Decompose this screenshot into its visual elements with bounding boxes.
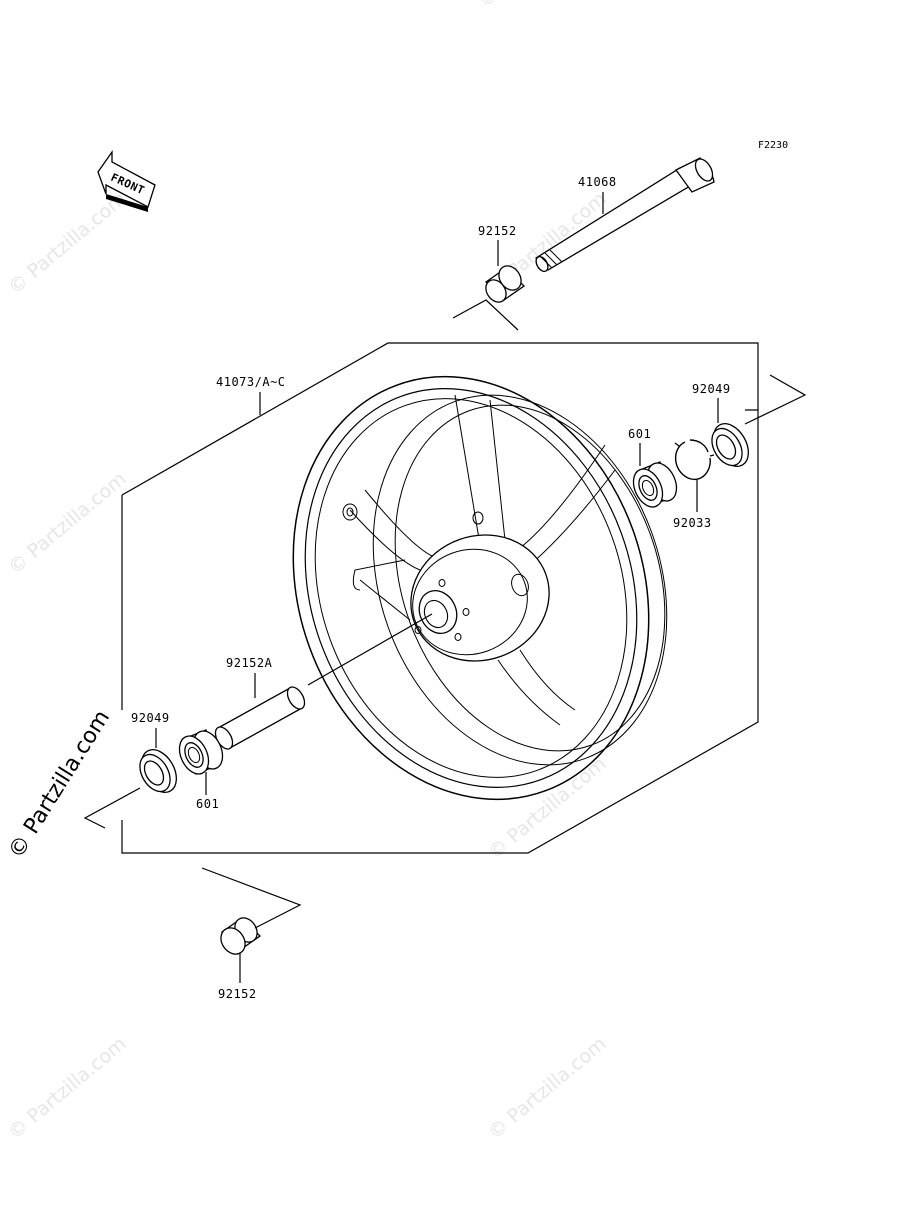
oil-seal-left-92049: [139, 749, 177, 793]
oil-seal-right-92049: [711, 423, 749, 467]
bearing-right-601: [632, 461, 678, 508]
watermark: © Partzilla.com: [484, 1033, 610, 1144]
axle-line: [307, 613, 433, 686]
watermark-main: © Partzilla.com: [4, 706, 115, 863]
wheel-frame-top: [121, 342, 759, 496]
label-collar-bottom: 92152: [218, 987, 257, 1001]
collar-top-92152: [484, 265, 526, 303]
label-axle: 41068: [578, 175, 617, 189]
watermark: © Partzilla.com: [4, 1033, 130, 1144]
label-circlip: 92033: [673, 516, 712, 530]
collar-top-leader: [452, 299, 519, 331]
watermark: © Partzilla.com: [4, 188, 130, 299]
figure-code: F2230: [758, 140, 788, 151]
oil-seal-left-leader: [83, 787, 141, 829]
collar-bottom-92152: [220, 917, 262, 955]
watermark: © Partzilla.com: [474, 0, 600, 12]
label-bearing-right: 601: [628, 427, 651, 441]
label-oil-seal-left: 92049: [131, 711, 170, 725]
label-spacer: 92152A: [226, 656, 273, 670]
wheel-41073: [292, 375, 668, 801]
bearing-left-601: [178, 729, 224, 775]
label-bearing-left: 601: [196, 797, 219, 811]
wheel-frame-bottom: [121, 410, 759, 854]
label-collar-top: 92152: [478, 224, 517, 238]
spacer-92152a: [214, 686, 306, 750]
watermark: © Partzilla.com: [4, 468, 130, 579]
collar-bottom-leader: [201, 867, 302, 929]
circlip-92033: [674, 439, 715, 481]
axle-41068: [535, 157, 715, 273]
label-oil-seal-right: 92049: [692, 382, 731, 396]
label-wheel: 41073/A~C: [216, 375, 286, 389]
oil-seal-right-leader: [744, 374, 807, 425]
